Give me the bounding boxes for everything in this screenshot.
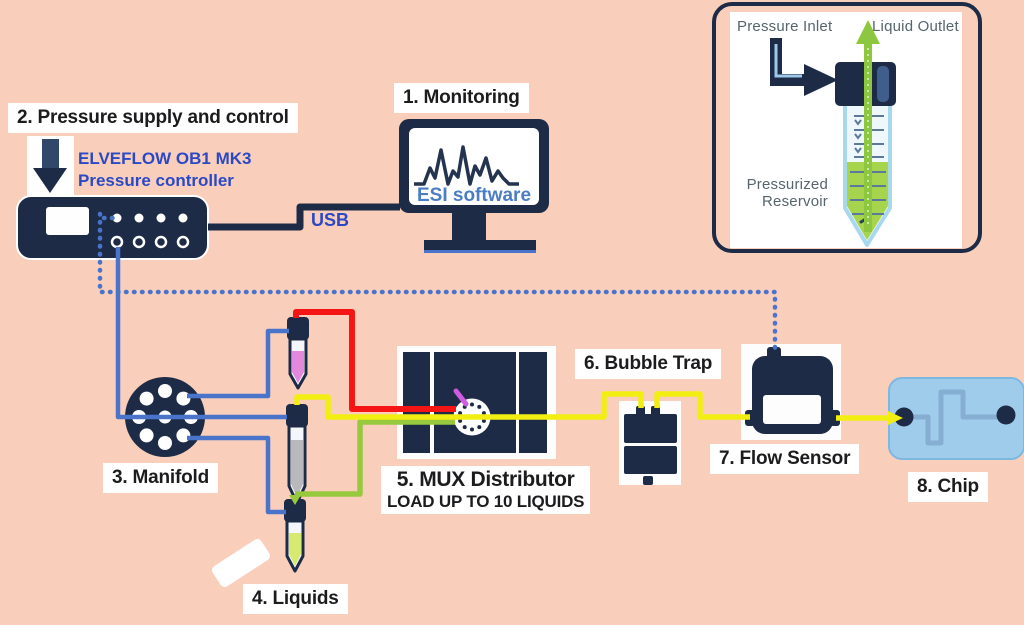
label-pressure-supply: 2. Pressure supply and control <box>8 103 298 133</box>
inset-reservoir-line2: Reservoir <box>762 193 828 211</box>
yellow-liquid-line <box>294 391 890 421</box>
bubble-trap-device <box>619 401 681 485</box>
pressure-supply-arrow <box>27 136 74 197</box>
mux-title: 5. MUX Distributor <box>396 468 575 491</box>
pneumatic-control-line-dotted <box>97 211 778 351</box>
pressure-supply-lines <box>115 247 289 515</box>
usb-cable-label: USB <box>311 210 350 230</box>
flow-sensor-display <box>763 395 821 424</box>
controller-brand-line1: ELVEFLOW OB1 MK3 <box>78 149 252 168</box>
label-flow-sensor: 7. Flow Sensor <box>710 444 860 474</box>
liquid-tube-pink <box>287 317 309 390</box>
controller-brand-text: ELVEFLOW OB1 MK3 Pressure controller <box>78 148 251 192</box>
red-liquid-line <box>293 309 456 412</box>
usb-cable <box>208 203 400 231</box>
mux-distributor-device <box>397 346 556 459</box>
controller-brand-line2: Pressure controller <box>78 171 234 191</box>
label-liquids: 4. Liquids <box>243 584 348 614</box>
monitor-base <box>424 240 536 250</box>
reservoir-cap-stripe <box>877 66 889 102</box>
pressurized-reservoir-inset <box>712 2 982 253</box>
inset-border <box>712 2 982 253</box>
inset-pressure-inlet-label: Pressure Inlet <box>737 18 833 35</box>
liquid-outlet-arrow-icon <box>856 20 880 232</box>
inset-reservoir-line1: Pressurized <box>746 176 828 193</box>
pressure-controller-device <box>16 195 209 260</box>
inset-reservoir-label: Pressurized Reservoir <box>740 176 828 211</box>
monitor-device <box>399 119 549 253</box>
liquid-tube-gray <box>286 404 308 505</box>
label-monitoring: 1. Monitoring <box>394 83 529 113</box>
chip-outlet <box>996 405 1016 425</box>
liquid-tube-green <box>284 499 306 573</box>
mux-selector-indicator <box>453 388 469 407</box>
pressure-inlet-arrow-icon <box>770 38 838 96</box>
flow-sensor-device <box>741 344 841 440</box>
esi-software-label: ESI software <box>416 185 532 206</box>
chip-device <box>888 377 1024 460</box>
mux-subtitle: LOAD UP TO 10 LIQUIDS <box>387 492 585 512</box>
waveform-icon <box>414 145 519 186</box>
monitor-stand <box>452 213 486 241</box>
chip-channel <box>913 389 997 446</box>
green-liquid-line <box>289 419 455 505</box>
label-mux-distributor: 5. MUX Distributor LOAD UP TO 10 LIQUIDS <box>381 466 591 514</box>
controller-ports-top <box>112 213 188 223</box>
mux-rotor-ports <box>458 402 486 432</box>
chip-inlet <box>894 407 914 427</box>
inset-liquid-outlet-label: Liquid Outlet <box>872 18 959 35</box>
label-chip: 8. Chip <box>908 472 988 502</box>
controller-screen <box>46 207 89 235</box>
yellow-line-arrowhead <box>888 411 903 425</box>
label-bubble-trap: 6. Bubble Trap <box>575 349 722 379</box>
label-manifold: 3. Manifold <box>103 463 219 493</box>
